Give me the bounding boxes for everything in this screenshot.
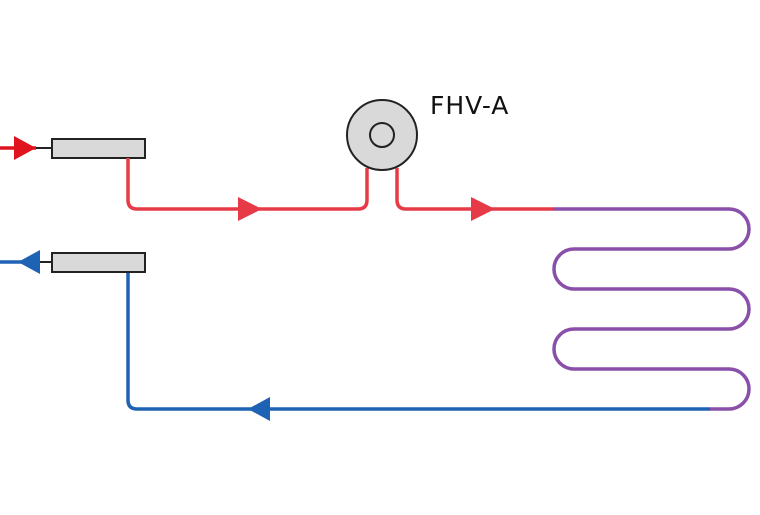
supply-inlet-arrow-icon — [14, 136, 36, 160]
return-pipe — [126, 270, 710, 411]
supply-pipe-to-valve — [126, 158, 369, 211]
valve-label: FHV-A — [430, 91, 509, 120]
return-manifold — [51, 252, 146, 273]
supply-pipe-to-loop — [395, 168, 553, 211]
return-flow-arrow-icon — [248, 397, 270, 421]
valve-inner-ring — [369, 122, 395, 148]
heating-loop — [552, 207, 751, 411]
supply-flow-arrow-icon-2 — [471, 197, 495, 221]
supply-manifold — [51, 138, 146, 159]
supply-flow-arrow-icon-1 — [238, 197, 262, 221]
valve — [346, 99, 418, 171]
return-outlet-arrow-icon — [18, 250, 40, 274]
